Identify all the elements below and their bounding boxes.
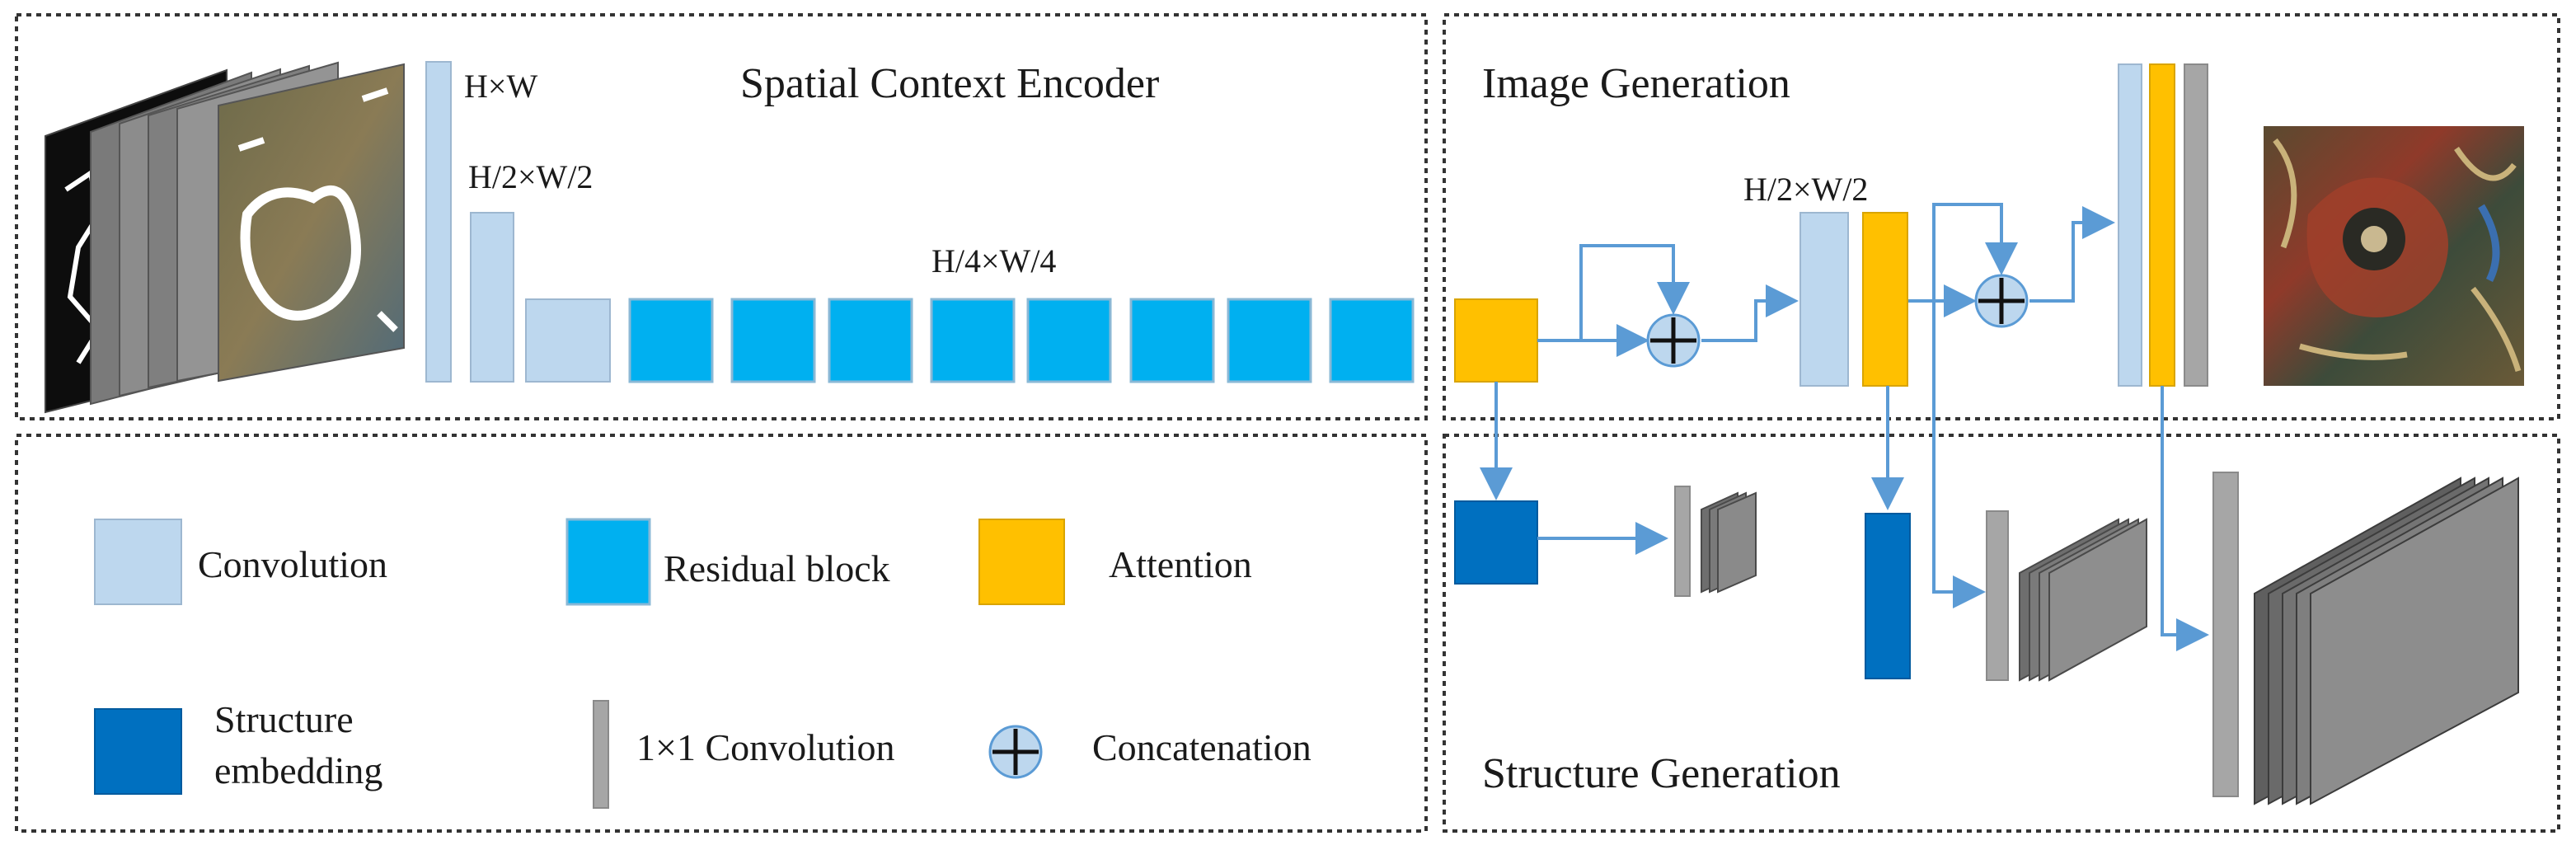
restored-texture-image: [2264, 126, 2524, 386]
legend-swatch-residual-block: [565, 518, 651, 606]
structure-conv1x1-large: [2212, 472, 2239, 797]
gen-attention-block: [1862, 212, 1908, 387]
dim-label-half: H/2×W/2: [468, 158, 593, 195]
concatenation-icon: [988, 725, 1043, 779]
legend-swatch-conv1x1: [593, 700, 609, 809]
feature-map-stack: [2254, 477, 2519, 805]
dim-label-full: H×W: [464, 68, 537, 105]
legend-label-concatenation: Concatenation: [1092, 726, 1311, 768]
residual-blocks: [628, 298, 1415, 383]
image-generation-title: Image Generation: [1482, 60, 1790, 107]
encoder-conv-half: [470, 212, 514, 383]
feature-map-stack: [2019, 518, 2147, 682]
residual-block: [730, 298, 816, 383]
structure-embedding-block-input: [1454, 500, 1538, 585]
output-conv-block: [2118, 63, 2142, 387]
legend-label-residual-block: Residual block: [664, 547, 890, 589]
output-attention-block: [2149, 63, 2175, 387]
structure-conv1x1-small: [1674, 486, 1691, 597]
legend-swatch-attention: [978, 519, 1065, 605]
image-generation-panel: [1443, 13, 2560, 420]
concatenation-icon: [1974, 274, 2029, 328]
gen-conv-block: [1799, 212, 1849, 387]
legend-label-attention: Attention: [1109, 543, 1252, 585]
residual-block: [930, 298, 1016, 383]
legend-swatch-structure-embedding: [94, 708, 182, 795]
legend-label-structure-embedding-line2: embedding: [214, 749, 382, 791]
feature-map-stack: [1701, 491, 1757, 594]
residual-block: [828, 298, 913, 383]
concatenation-icon: [1646, 313, 1701, 368]
encoder-title: Spatial Context Encoder: [740, 60, 1159, 107]
legend-label-structure-embedding-line1: Structure: [214, 698, 354, 740]
residual-block: [1026, 298, 1112, 383]
legend-swatch-convolution: [94, 519, 182, 605]
legend-label-conv1x1: 1×1 Convolution: [636, 726, 894, 768]
structure-embedding-block: [1865, 513, 1911, 679]
structure-generation-panel: [1443, 434, 2560, 833]
input-mask-stack: [45, 61, 405, 414]
image-gen-connections: [1480, 203, 2115, 500]
structure-gen-connections: [1537, 301, 2209, 651]
residual-block: [628, 298, 714, 383]
legend-panel: [15, 434, 1428, 833]
legend: Convolution Residual block Attention Str…: [94, 518, 1311, 809]
encoder-conv-quarter: [525, 298, 611, 383]
legend-label-convolution: Convolution: [198, 543, 387, 585]
structure-conv1x1-medium: [1986, 510, 2009, 681]
encoder-panel: [15, 13, 1428, 420]
encoder-conv-full: [425, 61, 452, 383]
gen-dim-label-half: H/2×W/2: [1743, 171, 1868, 208]
attention-block-input: [1454, 298, 1538, 383]
output-conv1x1-block: [2184, 63, 2208, 387]
residual-block: [1329, 298, 1415, 383]
residual-block: [1129, 298, 1215, 383]
residual-block: [1227, 298, 1312, 383]
dim-label-quarter: H/4×W/4: [931, 242, 1056, 279]
structure-generation-title: Structure Generation: [1482, 750, 1841, 797]
